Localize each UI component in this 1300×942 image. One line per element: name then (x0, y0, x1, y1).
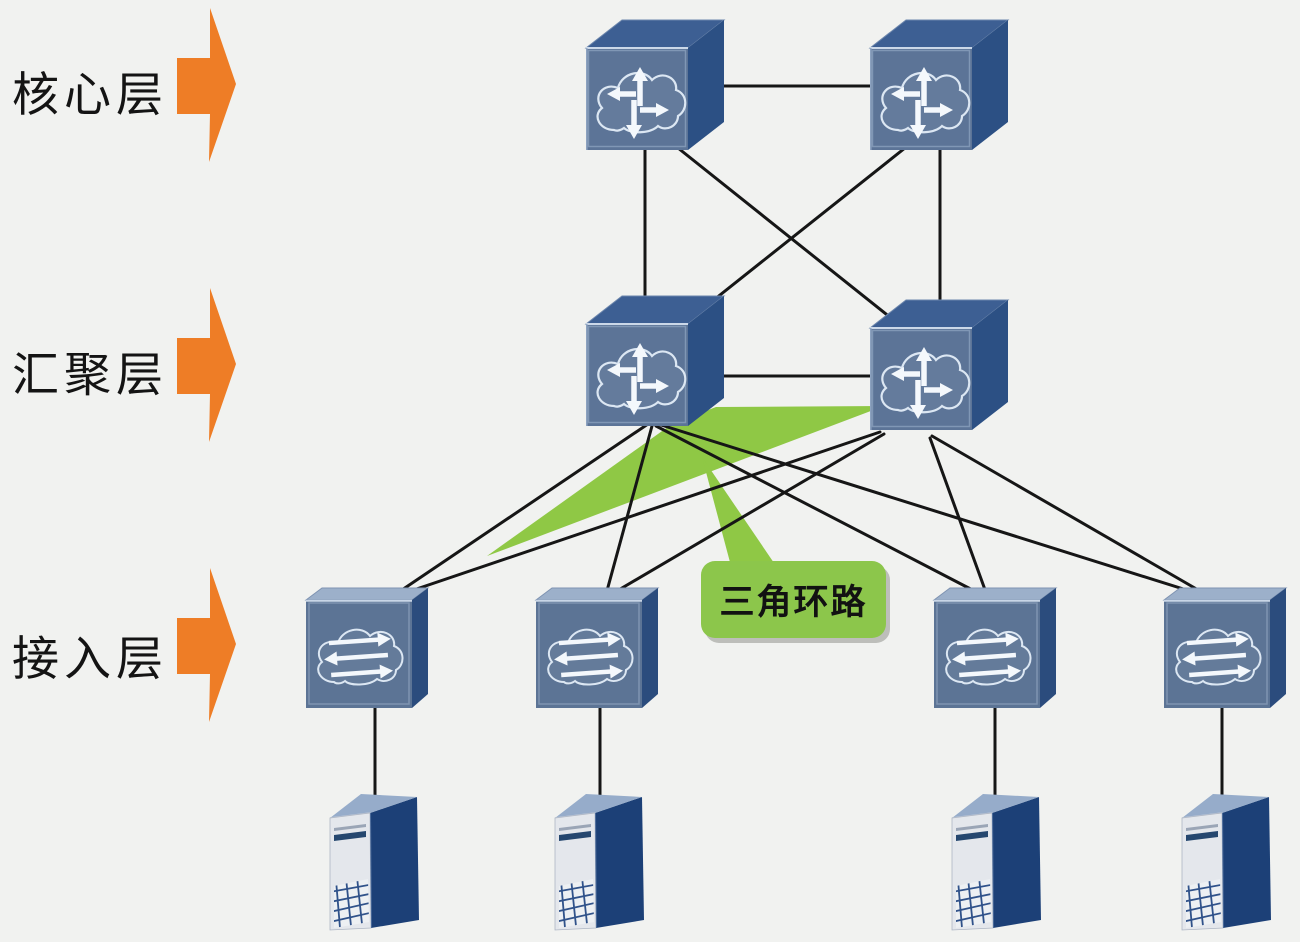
triangle-loop-callout: 三角环路 (701, 561, 886, 638)
triangle-loop-callout-label: 三角环路 (719, 583, 868, 622)
layer-label-aggregation: 汇聚层 (12, 348, 168, 403)
link-agg2-access1 (388, 430, 882, 600)
link-agg1-access2 (603, 424, 654, 600)
access-layer-right-arrow-icon (177, 568, 236, 722)
access-switch-2 (530, 584, 665, 716)
aggregation-switch-1 (578, 288, 728, 434)
triangle-loop-highlight (487, 406, 884, 566)
link-agg2-access4 (930, 434, 1214, 600)
layer-label-core: 核心层 (12, 68, 168, 123)
link-agg1-access1 (388, 422, 650, 600)
server-2 (549, 788, 649, 936)
link-agg2-access2 (603, 432, 886, 600)
access-switch-3 (928, 584, 1063, 716)
aggregation-switch-2 (862, 292, 1012, 438)
aggregation-layer-right-arrow-icon (177, 288, 236, 442)
layer-label-access: 接入层 (12, 632, 168, 687)
core-router-2 (862, 12, 1012, 158)
server-1 (324, 788, 424, 936)
link-lines (373, 84, 1224, 804)
link-agg1-access3 (654, 424, 990, 600)
triangle-loop-shape (487, 406, 884, 556)
core-layer-right-arrow-icon (177, 8, 236, 162)
server-3 (946, 788, 1046, 936)
access-switch-1 (300, 584, 435, 716)
server-4 (1176, 788, 1276, 936)
link-core1-agg2 (666, 138, 908, 332)
link-agg2-access3 (928, 436, 990, 600)
access-switch-4 (1158, 584, 1293, 716)
link-agg1-access4 (656, 422, 1214, 600)
core-router-1 (578, 12, 728, 158)
callout-pointer (702, 457, 774, 566)
